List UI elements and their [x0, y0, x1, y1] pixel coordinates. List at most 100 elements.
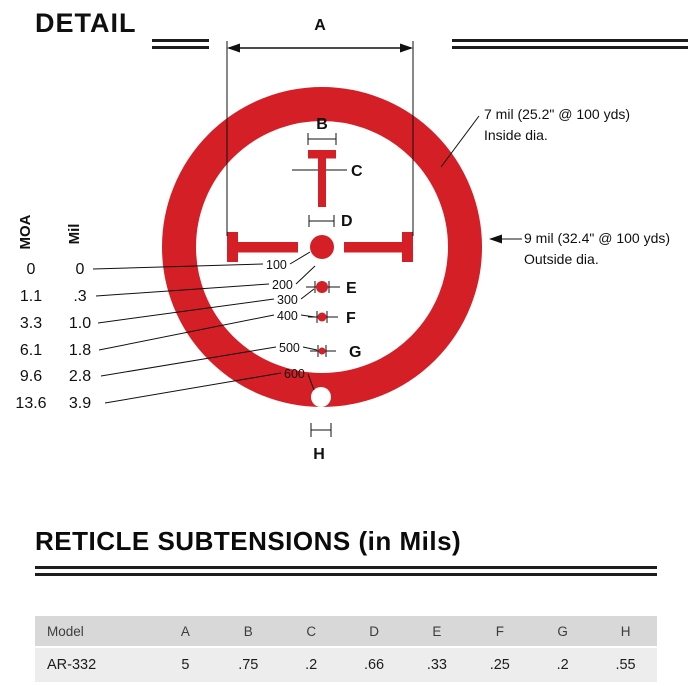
subtensions-heading: RETICLE SUBTENSIONS (in Mils)	[35, 526, 462, 556]
dim-label-F: F	[346, 310, 356, 327]
dimension-A: A	[227, 17, 413, 53]
right-t-post	[402, 232, 413, 262]
bdc-dot-600-white	[311, 387, 331, 407]
mil-value: 1.0	[69, 315, 91, 332]
moa-values: 0 1.1 3.3 6.1 9.6 13.6	[15, 261, 46, 412]
range-label: 400	[277, 309, 298, 323]
dimension-B: B	[307, 116, 337, 145]
reticle-detail-diagram: DETAIL A	[15, 8, 688, 463]
mil-values: 0 .3 1.0 1.8 2.8 3.9	[69, 261, 91, 412]
cell-E: .33	[405, 648, 469, 682]
dim-label-G: G	[349, 344, 361, 361]
cell-A: 5	[154, 648, 217, 682]
leader-line	[289, 251, 311, 265]
leader-line	[300, 314, 316, 318]
col-header-H: H	[594, 616, 657, 646]
rule-line	[452, 39, 688, 42]
cell-B: .75	[216, 648, 280, 682]
subtensions-rule	[35, 566, 657, 576]
arrowhead	[489, 234, 502, 244]
range-labels: 100 200 300 400 500 600	[266, 258, 305, 381]
inside-dia-caption: Inside dia.	[484, 127, 548, 143]
dimension-H: H	[310, 423, 332, 463]
col-header-model: Model	[35, 616, 154, 646]
bdc-dot-500	[318, 347, 326, 355]
dimension-D: D	[308, 213, 353, 230]
mil-value: 1.8	[69, 342, 91, 359]
cell-H: .55	[594, 648, 657, 682]
dim-label-A: A	[314, 17, 326, 34]
outside-dia-caption: Outside dia.	[524, 251, 599, 267]
leader-line	[295, 265, 316, 285]
left-t-post	[227, 232, 238, 262]
range-leader-lines	[289, 251, 318, 391]
moa-value: 6.1	[20, 342, 42, 359]
leader-line	[440, 115, 480, 168]
left-stadia-bar	[238, 242, 298, 253]
mil-value: 0	[76, 261, 85, 278]
range-label: 500	[279, 341, 300, 355]
fan-line	[97, 298, 275, 324]
moa-value: 1.1	[20, 288, 42, 305]
range-label: 100	[266, 258, 287, 272]
range-label: 600	[284, 367, 305, 381]
bdc-dot-400	[317, 312, 327, 322]
arrowhead-left	[227, 43, 240, 53]
rule-line	[152, 46, 209, 49]
moa-value: 13.6	[15, 395, 46, 412]
fan-line	[104, 372, 282, 404]
top-rule-left	[152, 39, 209, 49]
table-row: AR-332 5 .75 .2 .66 .33 .25 .2 .55	[35, 648, 657, 682]
arrowhead-right	[400, 43, 413, 53]
fan-line	[100, 346, 277, 377]
moa-value: 0	[27, 261, 36, 278]
rule-line	[35, 566, 657, 569]
cell-F: .25	[468, 648, 532, 682]
rule-line	[152, 39, 209, 42]
fan-line	[92, 263, 264, 270]
mil-value: .3	[73, 288, 86, 305]
table-header-row: Model A B C D E F G H	[35, 616, 657, 646]
cell-C: .2	[279, 648, 343, 682]
subtensions-table: Model A B C D E F G H AR-332 5 .75 .2 .6…	[35, 614, 657, 684]
right-stadia-bar	[344, 242, 402, 253]
outside-dia-annotation: 9 mil (32.4" @ 100 yds) Outside dia.	[489, 230, 670, 267]
dim-label-B: B	[316, 116, 328, 133]
range-label: 300	[277, 293, 298, 307]
mil-value: 3.9	[69, 395, 91, 412]
dim-label-E: E	[346, 280, 357, 297]
moa-value: 9.6	[20, 368, 42, 385]
dim-label-D: D	[341, 213, 353, 230]
col-header-D: D	[342, 616, 406, 646]
moa-column-label: MOA	[17, 214, 34, 249]
fan-lines	[92, 263, 282, 404]
inside-dia-value: 7 mil (25.2" @ 100 yds)	[484, 106, 630, 122]
dim-label-C: C	[351, 163, 363, 180]
bdc-dot-300	[316, 281, 328, 293]
fan-line	[95, 283, 270, 297]
cell-model: AR-332	[35, 648, 154, 682]
col-header-C: C	[279, 616, 343, 646]
page-title: DETAIL	[35, 8, 137, 38]
reticle-crosshair	[227, 150, 413, 355]
rule-line	[35, 573, 657, 576]
col-header-A: A	[154, 616, 217, 646]
range-label: 200	[272, 278, 293, 292]
col-header-F: F	[468, 616, 532, 646]
rule-line	[452, 46, 688, 49]
leader-line	[302, 346, 318, 351]
dim-label-H: H	[313, 446, 325, 463]
cell-D: .66	[342, 648, 406, 682]
cell-G: .2	[531, 648, 595, 682]
top-post	[318, 150, 326, 207]
top-rule-right	[452, 39, 688, 49]
col-header-G: G	[531, 616, 595, 646]
leader-line	[307, 373, 315, 391]
col-header-E: E	[405, 616, 469, 646]
mil-column-label: Mil	[66, 224, 83, 245]
outside-dia-value: 9 mil (32.4" @ 100 yds)	[524, 230, 670, 246]
inside-dia-annotation: 7 mil (25.2" @ 100 yds) Inside dia.	[440, 106, 630, 168]
leader-line	[300, 288, 315, 300]
fan-line	[98, 314, 275, 351]
